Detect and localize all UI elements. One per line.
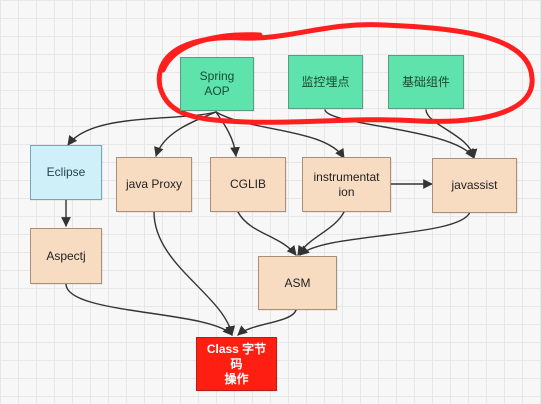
node-cglib[interactable]: CGLIB bbox=[210, 157, 286, 212]
edge-basic-to-javassist bbox=[425, 109, 478, 159]
edge-spring-to-instrumentation bbox=[215, 111, 345, 159]
node-basic-components[interactable]: 基础组件 bbox=[388, 55, 464, 109]
edge-javassist-to-asm bbox=[299, 211, 471, 256]
edge-spring-to-eclipse bbox=[67, 111, 217, 146]
node-instrumentation[interactable]: instrumentat ion bbox=[302, 157, 391, 212]
node-asm[interactable]: ASM bbox=[258, 256, 337, 310]
edge-spring-to-java-proxy bbox=[154, 111, 217, 157]
edge-aspectj-to-class-bytecode bbox=[65, 283, 233, 336]
node-class-bytecode[interactable]: Class 字节码 操作 bbox=[196, 337, 277, 391]
node-eclipse[interactable]: Eclipse bbox=[30, 145, 102, 200]
edge-instrumentation-to-asm bbox=[297, 209, 346, 256]
red-highlight-ellipse bbox=[156, 22, 535, 125]
edge-cglib-to-asm bbox=[237, 211, 297, 256]
edge-asm-to-class-bytecode bbox=[237, 309, 297, 336]
edge-spring-to-cglib bbox=[215, 111, 240, 157]
node-javassist[interactable]: javassist bbox=[432, 158, 517, 213]
edge-monitor-to-javassist bbox=[324, 109, 475, 159]
node-aspectj[interactable]: Aspectj bbox=[30, 228, 102, 284]
node-spring-aop[interactable]: Spring AOP bbox=[180, 57, 254, 111]
node-monitor-points[interactable]: 监控埋点 bbox=[288, 55, 363, 109]
edge-java-proxy-to-class-bytecode bbox=[153, 211, 236, 336]
node-java-proxy[interactable]: java Proxy bbox=[116, 157, 192, 212]
